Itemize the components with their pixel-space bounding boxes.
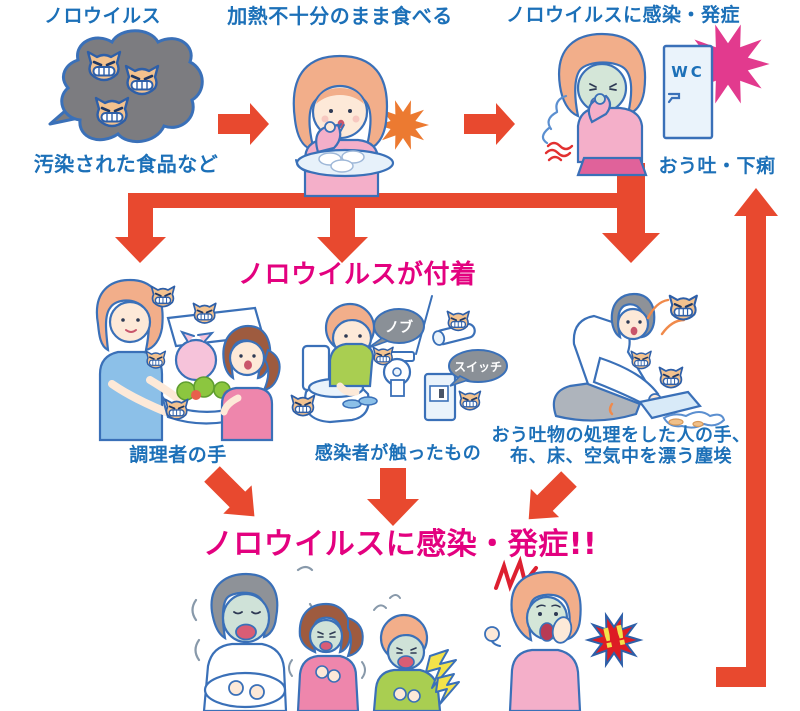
virus-icon (658, 366, 684, 389)
virus-icon (192, 302, 217, 324)
loop-arrow-foot (716, 667, 766, 687)
cleaning-cloth (638, 390, 702, 420)
virus-attach-heading: ノロウイルスが付着 (238, 260, 477, 290)
arrow-right-1 (218, 103, 269, 145)
virus-icon (290, 394, 316, 417)
virus-icon (124, 64, 160, 96)
virus-icon (145, 350, 167, 369)
touched-scene (290, 295, 508, 424)
virus-icon (372, 346, 394, 366)
switch-bubble-label: スイッチ (453, 360, 502, 374)
cook-hands-caption: 調理者の手 (129, 444, 227, 466)
cleanup-caption: おう吐物の処理をした人の手、 布、床、空気中を漂う塵埃 (488, 425, 754, 467)
branch-bar (128, 193, 645, 208)
cleanup-caption-line1: おう吐物の処理をした人の手、 (491, 425, 751, 446)
arrow-converge-left (204, 466, 255, 517)
cook-scene (95, 278, 281, 442)
touched-things-caption: 感染者が触ったもの (314, 443, 482, 464)
arrow-converge-mid (367, 468, 419, 526)
cleanup-caption-line2: 布、床、空気中を漂う塵埃 (510, 446, 732, 468)
contaminated-food-caption: 汚染された食品など (33, 152, 219, 176)
sick-family-scene (191, 555, 641, 711)
cleanup-scene (552, 292, 726, 429)
furoshiki-bundle (174, 338, 218, 382)
speech-bubble-knob (373, 308, 425, 344)
flow-arrows (115, 103, 778, 687)
onset-scene (541, 24, 770, 177)
virus-icon (150, 285, 176, 308)
virus-icon (668, 294, 699, 321)
loop-arrow-vertical (746, 212, 766, 677)
virus-icon (458, 390, 482, 411)
virus-icon (630, 350, 652, 370)
door-handle-icon (667, 92, 681, 104)
eating-scene (292, 54, 429, 198)
virus-title: ノロウイルス (43, 5, 161, 27)
lightning-icon (435, 673, 460, 705)
knob-bubble-label: ノブ (385, 320, 413, 336)
eat-undercooked-title: 加熱不十分のまま食べる (227, 4, 453, 28)
loop-arrow-head (734, 188, 778, 216)
virus-cloud-scene (48, 29, 204, 143)
virus-icon (446, 310, 471, 332)
arrow-converge-right (528, 471, 577, 520)
speech-bubble-switch (448, 349, 508, 383)
lightning-icon (425, 649, 457, 689)
virus-icon (94, 96, 130, 128)
infection-onset-title: ノロウイルスに感染・発症 (506, 4, 741, 26)
arrow-down-left-branch (115, 237, 166, 263)
arrow-down-mid-branch (317, 237, 368, 263)
vomit-diarrhea-caption: おう吐・下痢 (658, 155, 776, 177)
virus-icon (86, 50, 122, 82)
infection-result-heading: ノロウイルスに感染・発症!! (202, 527, 598, 562)
wc-door-label: WC (671, 63, 705, 81)
wc-door (662, 44, 714, 140)
arrow-down-right-branch (602, 233, 660, 263)
arrow-right-2 (464, 103, 515, 145)
virus-icon (164, 398, 189, 420)
